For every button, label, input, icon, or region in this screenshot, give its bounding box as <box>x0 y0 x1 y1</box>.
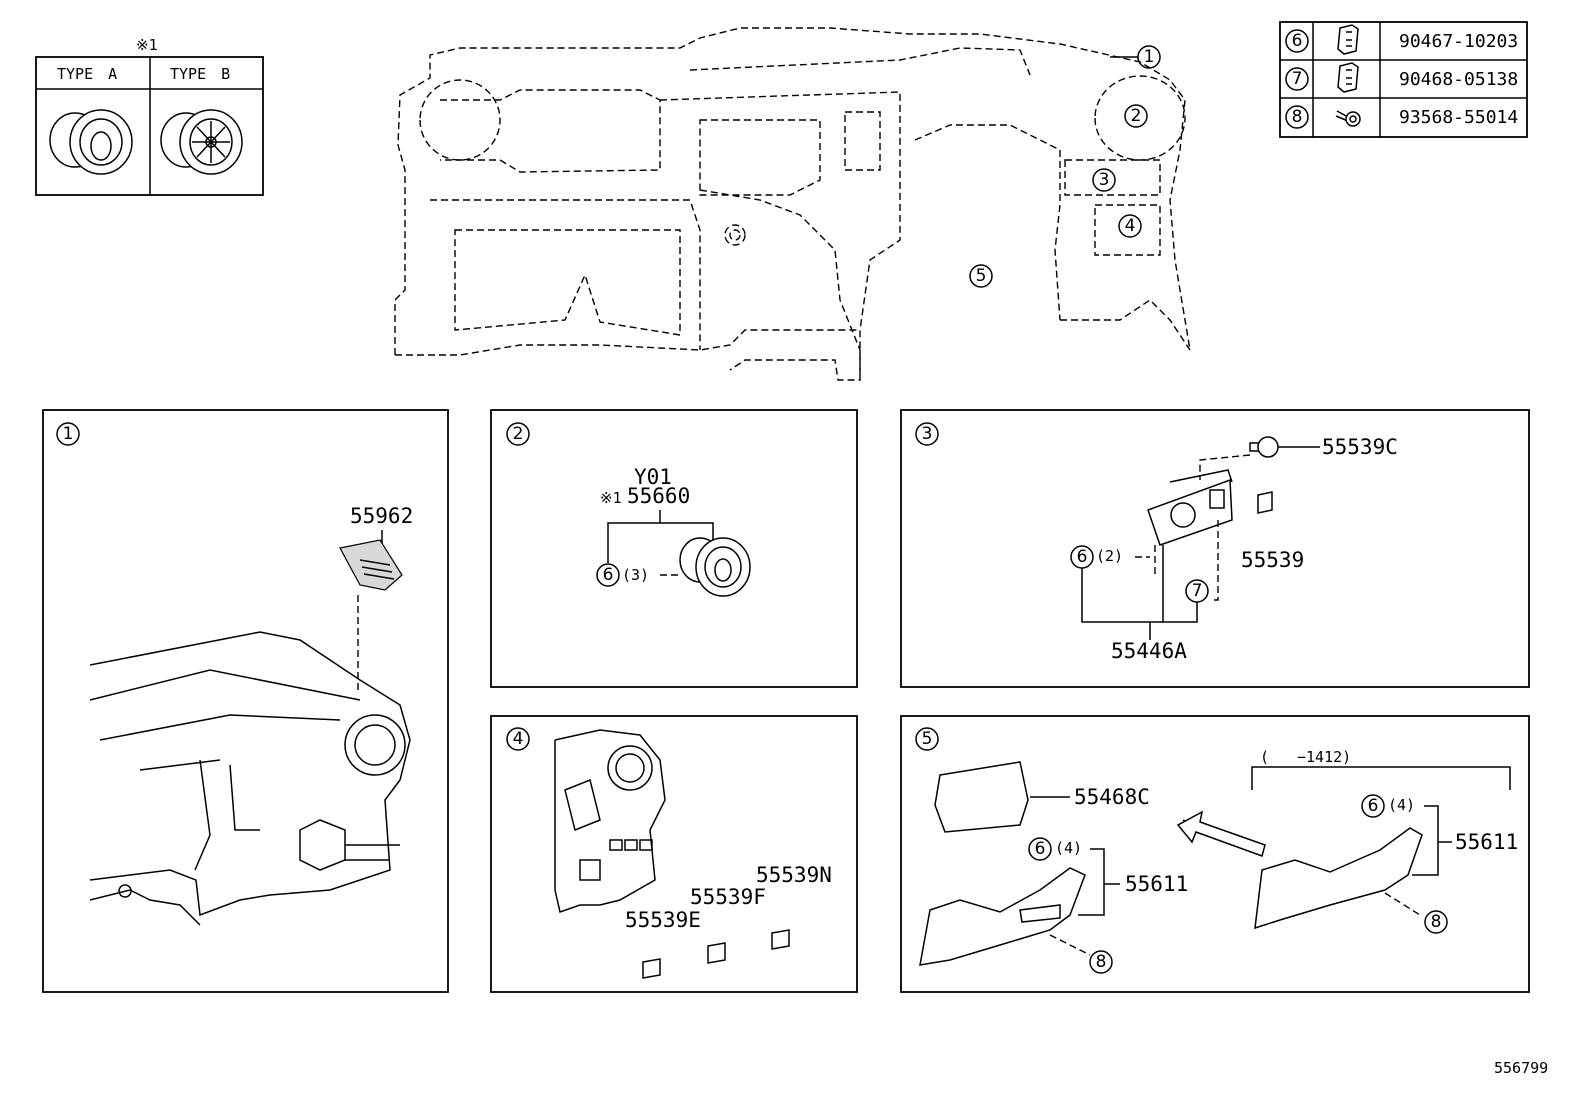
overview-callout-3: 3 <box>1099 170 1110 190</box>
dashboard-overview: 1 2 3 4 5 <box>394 27 1191 381</box>
panel-1-ref: 1 <box>63 424 74 444</box>
panel-3-ref: 3 <box>922 424 933 444</box>
dashboard-illustration <box>89 631 411 917</box>
part-55539c: 55539C <box>1322 435 1398 459</box>
center-vent-icon <box>679 537 751 597</box>
type-table: ※1 TYPE A TYPE B <box>35 36 264 196</box>
panel-4-ref: 4 <box>513 729 524 749</box>
panel-5: 5 55468C 6 (4) 55611 8 ( −1412) 6 (4) 55… <box>900 715 1530 993</box>
lower-panel-b <box>1254 827 1423 930</box>
fastener-part-8: 93568-55014 <box>1399 107 1518 128</box>
overview-callout-5: 5 <box>976 266 987 286</box>
fastener-row: 6 90467-10203 <box>1285 24 1518 55</box>
panel-3-fastener-a-qty: (2) <box>1096 547 1123 565</box>
clip-icon <box>1337 62 1359 93</box>
fastener-row: 8 93568-55014 <box>1285 105 1518 129</box>
overview-callout-4: 4 <box>1125 216 1136 236</box>
screw-icon <box>1335 110 1361 127</box>
panel-5-fastener-qty-a: (4) <box>1055 839 1082 857</box>
panel-3-fastener-a-ref: 6 <box>1077 547 1088 567</box>
type-b-label: TYPE B <box>170 65 230 83</box>
switch-f-icon <box>707 942 726 964</box>
panel-2-qty: (3) <box>622 566 649 584</box>
panel-2: 2 Y01 ※1 55660 6 (3) <box>490 409 858 688</box>
arrow-icon <box>1176 810 1266 857</box>
panel-2-note: ※1 <box>600 489 622 507</box>
panel-2-ref: 2 <box>513 424 524 444</box>
part-55446a: 55446A <box>1111 639 1187 663</box>
range-end: −1412) <box>1297 748 1351 766</box>
color-code-y01: Y01 <box>634 465 672 489</box>
part-55539n: 55539N <box>756 863 832 887</box>
type-a-vent-icon <box>49 109 133 175</box>
panel-5-ref: 5 <box>922 729 933 749</box>
type-table-note: ※1 <box>136 36 158 54</box>
part-55539f: 55539F <box>690 885 766 909</box>
fastener-ref-8: 8 <box>1292 107 1303 127</box>
fastener-ref-6: 6 <box>1292 31 1303 51</box>
part-55539e: 55539E <box>625 908 701 932</box>
type-a-label: TYPE A <box>57 65 117 83</box>
switch-e-icon <box>642 958 661 979</box>
fastener-row: 7 90468-05138 <box>1285 62 1518 93</box>
fastener-ref-7: 7 <box>1292 69 1303 89</box>
fastener-part-7: 90468-05138 <box>1399 69 1518 90</box>
type-b-vent-icon <box>160 109 243 175</box>
panel-5-fastener-qty-b: (4) <box>1388 796 1415 814</box>
overview-callout-2: 2 <box>1131 106 1142 126</box>
panel-2-fastener-ref: 6 <box>603 565 614 585</box>
panel-5-screw-ref-b: 8 <box>1431 912 1442 932</box>
side-vent-garnish <box>339 539 403 591</box>
fastener-part-6: 90467-10203 <box>1399 31 1518 52</box>
panel-5-screw-ref-a: 8 <box>1096 952 1107 972</box>
panel-4: 4 55539N 55539F 55539E <box>490 715 858 993</box>
panel-5-fastener-ref-a: 6 <box>1035 839 1046 859</box>
part-55539: 55539 <box>1241 548 1304 572</box>
clip-icon <box>1337 24 1359 55</box>
cover-panel <box>934 761 1029 833</box>
drawing-number: 556799 <box>1494 1059 1548 1077</box>
clip-icon <box>1257 491 1273 514</box>
switch-bezel <box>1147 469 1233 546</box>
part-55611-a: 55611 <box>1125 872 1188 896</box>
switch-n-icon <box>771 929 790 950</box>
dashboard-lower-illustration <box>554 729 666 913</box>
range-open: ( <box>1260 748 1269 766</box>
fastener-table: 6 90467-10203 7 90468-05138 8 93568-5501… <box>1279 21 1528 138</box>
lower-panel-a <box>919 867 1086 966</box>
panel-3-fastener-b-ref: 7 <box>1192 581 1203 601</box>
part-55468c: 55468C <box>1074 785 1150 809</box>
part-55962: 55962 <box>350 504 413 528</box>
part-55660: 55660 <box>627 484 690 508</box>
panel-1: 1 55962 <box>42 409 449 993</box>
panel-5-fastener-ref-b: 6 <box>1368 796 1379 816</box>
panel-3: 3 55539C 55539 6 (2) 7 55446A <box>900 409 1530 688</box>
overview-callout-1: 1 <box>1144 47 1155 67</box>
bulb-icon <box>1249 436 1279 458</box>
part-55611-b: 55611 <box>1455 830 1518 854</box>
